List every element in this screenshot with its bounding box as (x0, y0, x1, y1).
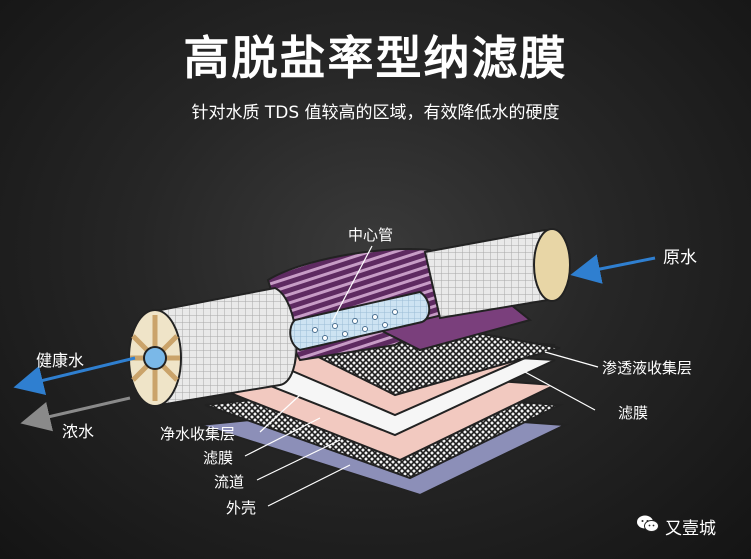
watermark: 又壹城 (637, 514, 716, 539)
membrane-left-label: 滤膜 (203, 449, 234, 467)
raw-water-arrow (570, 254, 656, 284)
page-subtitle: 针对水质 TDS 值较高的区域，有效降低水的硬度 (191, 103, 560, 123)
concentrate-arrow (20, 396, 131, 432)
permeate-layer-label: 渗透液收集层 (602, 359, 693, 377)
channel-label: 流道 (214, 473, 245, 491)
wechat-icon (637, 515, 659, 538)
pure-water-layer-label: 净水收集层 (160, 425, 236, 443)
raw-water-label: 原水 (663, 248, 697, 268)
page-title: 高脱盐率型纳滤膜 (183, 31, 568, 85)
concentrate-label: 浓水 (62, 422, 95, 441)
leader-lines (244, 245, 599, 507)
shell-label: 外壳 (226, 499, 257, 517)
healthy-water-arrow (13, 356, 136, 396)
center-tube-holes (312, 309, 398, 341)
end-cap-center (143, 346, 167, 370)
right-cylinder-cap (533, 228, 571, 302)
healthy-water-label: 健康水 (36, 351, 85, 370)
center-tube-label: 中心管 (348, 226, 394, 244)
membrane-right-label: 滤膜 (618, 404, 649, 422)
watermark-text: 又壹城 (665, 519, 716, 539)
